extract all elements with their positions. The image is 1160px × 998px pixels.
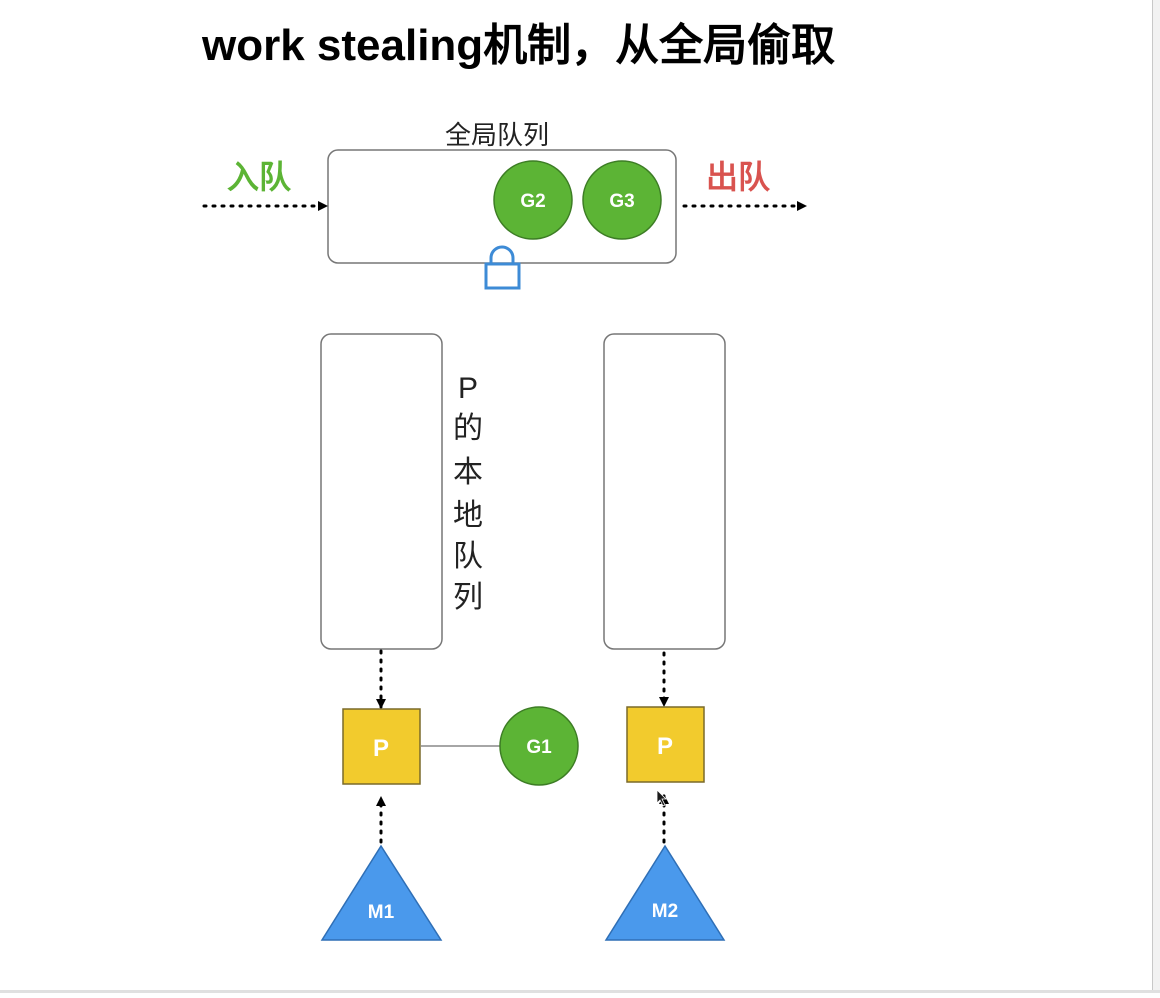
processor-p1-label: P [373, 735, 389, 762]
machine-m2: M2 [604, 844, 726, 941]
goroutine-g3-label: G3 [609, 191, 634, 212]
machine-m1-label: M1 [368, 902, 395, 923]
machine-m2-label: M2 [652, 901, 678, 922]
goroutine-g1: G1 [499, 706, 579, 786]
local-queue-1 [320, 333, 443, 650]
goroutine-g2: G2 [493, 160, 573, 240]
local-queue-label-char: 本 [453, 456, 483, 489]
goroutine-g2-label: G2 [520, 191, 545, 212]
local-queue-2 [603, 333, 726, 650]
goroutine-g1-label: G1 [526, 737, 552, 758]
mouse-cursor-icon [656, 789, 667, 807]
processor-p1: P [342, 708, 421, 785]
local-queue-label: P 的 本 地 队 列 [453, 372, 483, 614]
window-right-edge [1152, 0, 1160, 993]
local-queue-label-char: 列 [453, 581, 483, 614]
local-queue-label-char: 地 [453, 499, 483, 532]
global-queue-label: 全局队列 [445, 120, 549, 150]
processor-p2: P [626, 706, 705, 783]
lock-icon [484, 245, 521, 290]
window-bottom-edge [0, 990, 1160, 993]
local-queue-label-char: 队 [453, 540, 483, 573]
enqueue-label: 入队 [227, 159, 292, 195]
page-title: work stealing机制，从全局偷取 [201, 20, 835, 70]
dequeue-label: 出队 [706, 159, 771, 195]
goroutine-g3: G3 [582, 160, 662, 240]
local-queue-label-char: 的 [453, 412, 483, 445]
machine-m1: M1 [320, 844, 443, 941]
local-queue-label-char: P [458, 372, 478, 405]
processor-p2-label: P [657, 733, 673, 760]
